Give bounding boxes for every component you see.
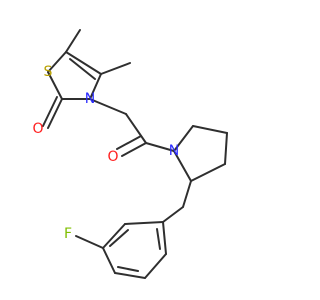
ring-carbonyl-oxygen-label: O	[32, 121, 43, 137]
bond-amide-c-o-second	[116, 135, 142, 150]
bond-c5-methyl	[65, 29, 81, 53]
bond-amide-c-n	[145, 142, 175, 152]
bond-s-c5	[47, 51, 67, 73]
amide-oxygen-label: O	[107, 149, 118, 165]
bond-pyrrolidine-ch2	[182, 180, 192, 208]
bond-c4-c5	[65, 51, 102, 75]
bond-c2-o-second	[42, 96, 58, 127]
bond-ch2-aryl	[162, 206, 184, 223]
bond-aryl-5	[102, 223, 126, 249]
bond-aryl-2	[144, 253, 167, 279]
chemical-structure: S N O O N F	[32, 29, 228, 279]
bond-c4-c5-inner	[69, 58, 96, 80]
sulfur-label: S	[44, 64, 53, 80]
bond-aryl-f	[75, 235, 104, 249]
bond-aryl-inner-1	[156, 228, 161, 250]
ring-nitrogen-label: N	[85, 91, 95, 107]
bond-ch2-c	[125, 113, 147, 144]
bond-aryl-6	[124, 221, 164, 225]
bond-pyrrolidine-c2-c3	[224, 132, 228, 165]
amide-nitrogen-label: N	[169, 143, 179, 159]
bond-aryl-4	[102, 247, 116, 274]
bond-aryl-inner-3	[109, 229, 129, 247]
bond-n-c4	[89, 73, 102, 100]
bond-amide-c-o	[121, 142, 147, 157]
bond-c2-o	[47, 98, 63, 129]
bond-aryl-inner-2	[117, 266, 139, 272]
bond-pyrrolidine-n-c1	[173, 125, 194, 152]
bond-pyrrolidine-c3-c4	[190, 163, 226, 182]
bond-aryl-3	[114, 272, 146, 279]
bond-s-c2	[47, 71, 63, 100]
bond-pyrrolidine-c1-c2	[192, 125, 228, 134]
bond-pyrrolidine-c4-n	[173, 150, 192, 182]
fluorine-label: F	[64, 226, 72, 242]
bond-c4-methyl	[100, 62, 131, 75]
bond-aryl-1	[162, 221, 167, 255]
bond-n-ch2	[89, 98, 127, 115]
molecule-canvas: S N O O N F	[32, 29, 228, 279]
